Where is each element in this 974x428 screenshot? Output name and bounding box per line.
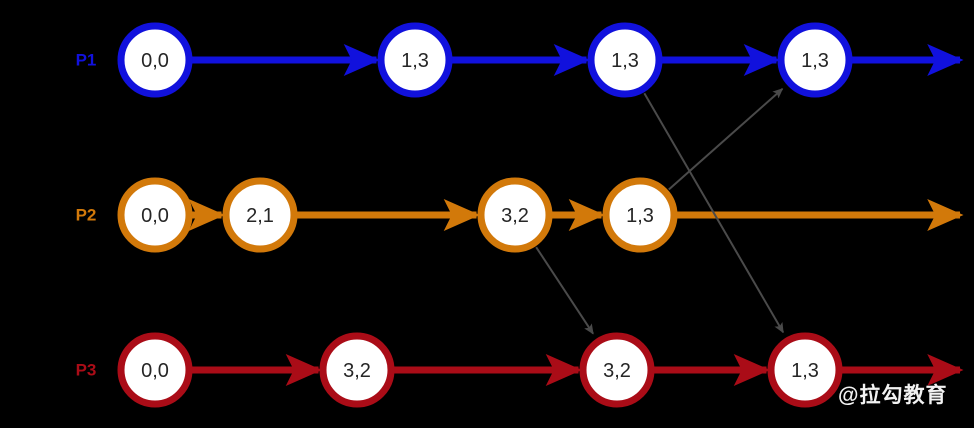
event-node-circle xyxy=(222,177,298,253)
event-node-circle xyxy=(319,332,395,408)
event-node-label: 3,2 xyxy=(501,205,529,227)
event-node-label: 0,0 xyxy=(141,205,169,227)
event-node-circle xyxy=(477,177,553,253)
event-node-circle xyxy=(587,22,663,98)
event-node-p3-3[interactable]: 3,2 xyxy=(579,332,655,408)
event-node-label: 1,3 xyxy=(801,50,829,72)
event-node-circle xyxy=(777,22,853,98)
event-nodes-layer: 0,0 1,3 1,3 1,3 0,0 2,1 3,2 1,3 0,0 3,2 3,2 1,3 xyxy=(117,22,853,408)
event-node-circle xyxy=(117,22,193,98)
event-node-p2-4[interactable]: 1,3 xyxy=(602,177,678,253)
event-node-circle xyxy=(117,177,193,253)
event-node-label: 3,2 xyxy=(603,360,631,382)
event-node-label: 2,1 xyxy=(246,205,274,227)
event-node-p2-1[interactable]: 0,0 xyxy=(117,177,193,253)
event-node-label: 0,0 xyxy=(141,360,169,382)
process-timelines-layer xyxy=(188,43,964,387)
event-node-label: 1,3 xyxy=(791,360,819,382)
event-node-p1-1[interactable]: 0,0 xyxy=(117,22,193,98)
event-node-label: 1,3 xyxy=(611,50,639,72)
event-node-p3-4[interactable]: 1,3 xyxy=(767,332,843,408)
event-node-circle xyxy=(602,177,678,253)
event-node-p2-3[interactable]: 3,2 xyxy=(477,177,553,253)
message-arrow-p2-to-p3 xyxy=(535,246,594,335)
event-node-p1-3[interactable]: 1,3 xyxy=(587,22,663,98)
event-node-p1-2[interactable]: 1,3 xyxy=(377,22,453,98)
event-node-p1-4[interactable]: 1,3 xyxy=(777,22,853,98)
event-node-label: 1,3 xyxy=(626,205,654,227)
event-node-circle xyxy=(767,332,843,408)
message-arrow-p2-to-p1 xyxy=(668,88,784,191)
message-arrow-p1-to-p3 xyxy=(643,92,785,334)
event-node-label: 3,2 xyxy=(343,360,371,382)
event-node-p2-2[interactable]: 2,1 xyxy=(222,177,298,253)
event-node-circle xyxy=(377,22,453,98)
event-node-label: 0,0 xyxy=(141,50,169,72)
process-label-p2: P2 xyxy=(76,206,97,225)
process-label-p3: P3 xyxy=(76,361,97,380)
event-node-circle xyxy=(579,332,655,408)
event-node-label: 1,3 xyxy=(401,50,429,72)
process-label-p1: P1 xyxy=(76,51,97,70)
watermark: @拉勾教育 xyxy=(838,384,948,407)
event-node-circle xyxy=(117,332,193,408)
event-node-p3-1[interactable]: 0,0 xyxy=(117,332,193,408)
event-node-p3-2[interactable]: 3,2 xyxy=(319,332,395,408)
message-arrows-layer xyxy=(535,88,785,335)
